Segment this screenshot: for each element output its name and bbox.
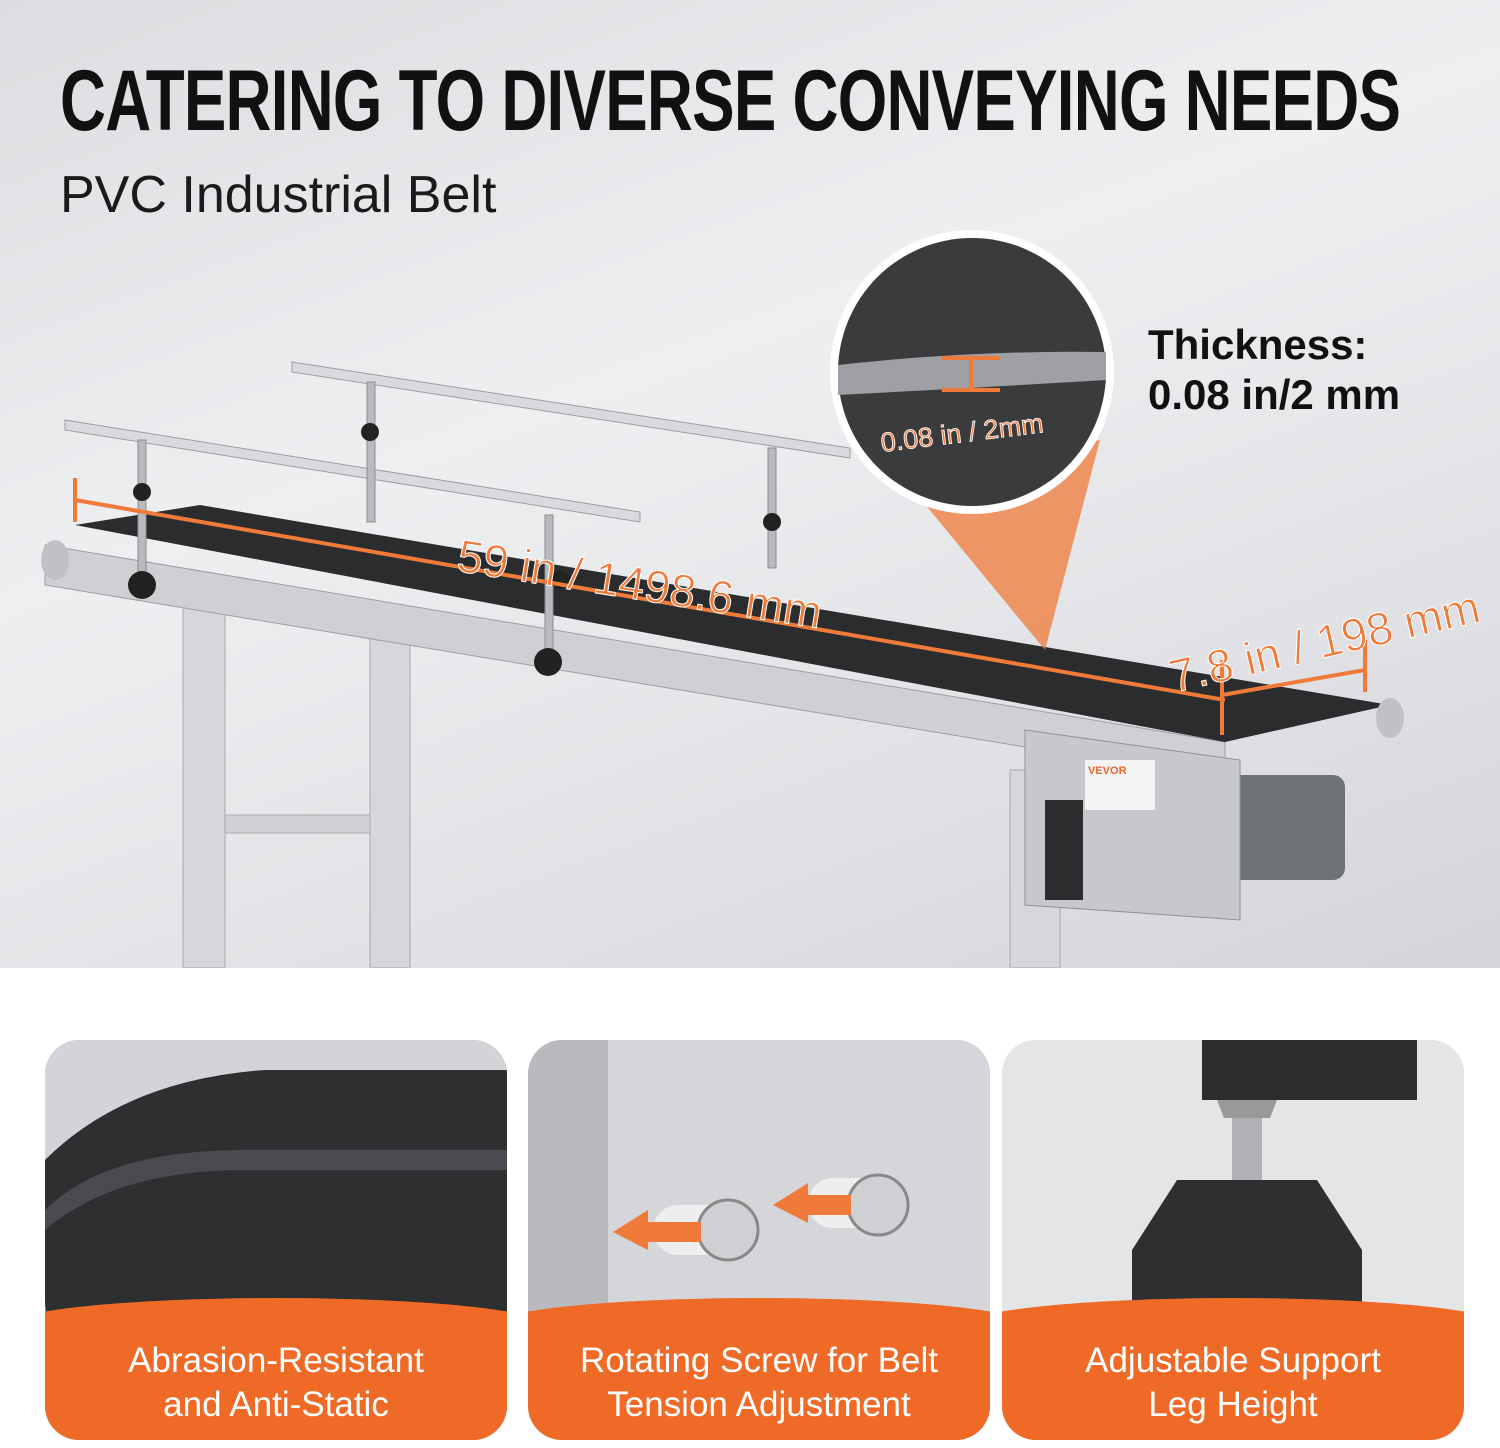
rail-clamps bbox=[128, 423, 781, 676]
page-subtitle: PVC Industrial Belt bbox=[60, 166, 497, 224]
conveyor-illustration: VEVOR 0.08 in / 2mm bbox=[41, 238, 1404, 968]
thickness-spec: Thickness: 0.08 in/2 mm bbox=[1148, 320, 1400, 420]
hero-section: VEVOR 0.08 in / 2mm CATERING TO DIV bbox=[0, 0, 1500, 968]
motor bbox=[1225, 775, 1345, 880]
thickness-label: Thickness: bbox=[1148, 321, 1368, 368]
control-panel bbox=[1045, 800, 1083, 900]
arrow-left-icon bbox=[613, 1210, 701, 1250]
guard-rail bbox=[64, 419, 641, 523]
brand-logo: VEVOR bbox=[1088, 765, 1127, 777]
caption-line: Abrasion-Resistant bbox=[128, 1341, 424, 1380]
thickness-marker-icon bbox=[942, 356, 1000, 392]
arrow-left-icon bbox=[773, 1183, 851, 1223]
leg-crossbar bbox=[224, 814, 371, 834]
product-label bbox=[1085, 760, 1155, 810]
leg bbox=[182, 599, 226, 968]
caption-line: Adjustable Support bbox=[1085, 1341, 1381, 1380]
caption-line: Rotating Screw for Belt bbox=[580, 1341, 938, 1380]
caption-line: Tension Adjustment bbox=[607, 1385, 911, 1424]
roller-end bbox=[41, 540, 69, 580]
feature-card-abrasion: Abrasion-Resistant and Anti-Static bbox=[45, 1040, 507, 1440]
caption-line: and Anti-Static bbox=[163, 1385, 389, 1424]
guard-rail bbox=[291, 361, 851, 459]
page-title: CATERING TO DIVERSE CONVEYING NEEDS bbox=[60, 53, 1401, 149]
thickness-value: 0.08 in/2 mm bbox=[1148, 371, 1401, 418]
roller-end bbox=[1376, 698, 1404, 738]
belt bbox=[75, 505, 1390, 742]
dimension-lines bbox=[73, 478, 1367, 735]
caption-line: Leg Height bbox=[1148, 1385, 1318, 1424]
feature-caption: Abrasion-Resistant and Anti-Static bbox=[45, 1298, 507, 1440]
leg bbox=[369, 629, 411, 968]
